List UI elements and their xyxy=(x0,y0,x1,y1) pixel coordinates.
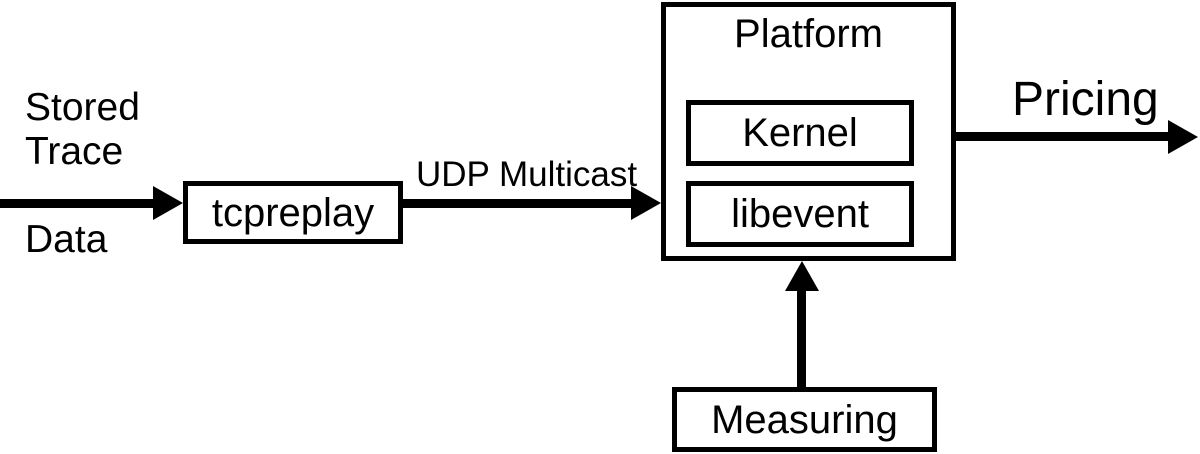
arrow-input-arrowhead-icon xyxy=(153,186,183,220)
arrow-measuring-shaft xyxy=(797,289,806,387)
arrow-udp-multicast-arrowhead-icon xyxy=(631,186,661,220)
measuring-node-label: Measuring xyxy=(711,397,898,442)
stored-trace-label: Stored Trace xyxy=(25,86,140,173)
kernel-node-label: Kernel xyxy=(742,111,858,155)
tcpreplay-node-label: tcpreplay xyxy=(211,190,375,235)
libevent-node: libevent xyxy=(686,181,914,247)
tcpreplay-node: tcpreplay xyxy=(183,181,403,244)
arrow-measuring-arrowhead-icon xyxy=(785,261,819,291)
udp-multicast-edge-label: UDP Multicast xyxy=(416,155,638,194)
measuring-node: Measuring xyxy=(672,387,937,452)
arrow-pricing-shaft xyxy=(954,132,1169,141)
arrow-pricing-arrowhead-icon xyxy=(1168,120,1198,154)
arrow-udp-multicast-shaft xyxy=(401,199,633,208)
kernel-node: Kernel xyxy=(686,100,914,166)
platform-node-label: Platform xyxy=(734,12,883,56)
stored-trace-line2: Trace xyxy=(25,129,124,173)
pricing-edge-label: Pricing xyxy=(1012,73,1159,126)
arrow-input-shaft xyxy=(0,199,155,208)
libevent-node-label: libevent xyxy=(731,192,869,236)
stored-trace-line1: Stored xyxy=(25,86,140,129)
data-label: Data xyxy=(25,218,108,261)
